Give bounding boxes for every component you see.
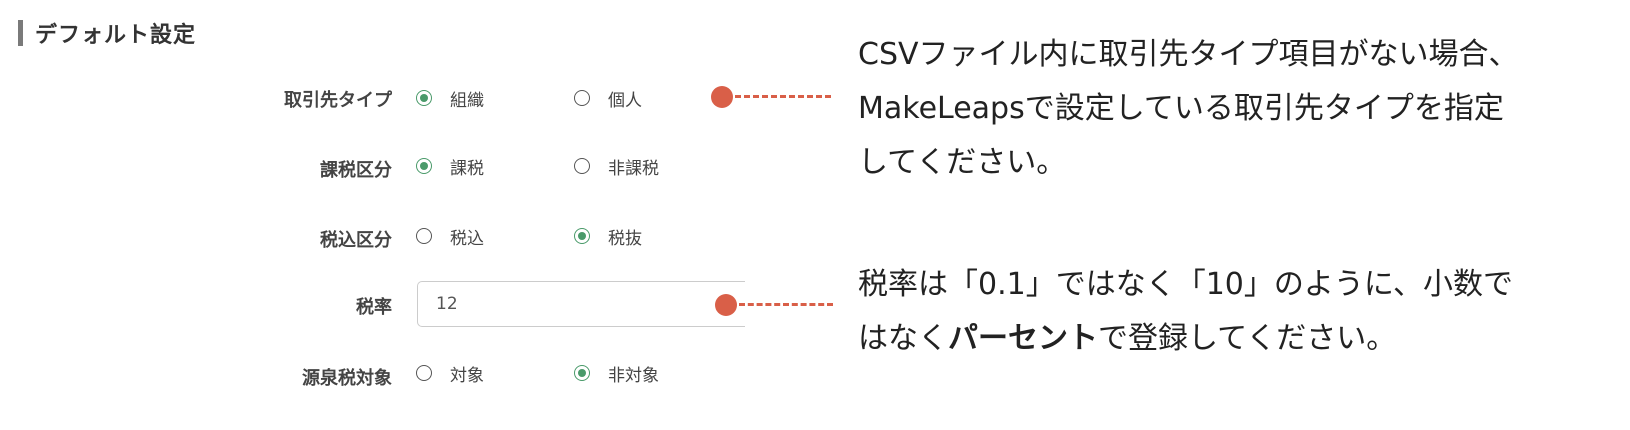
withholding-option-target[interactable]: 対象 xyxy=(416,360,484,386)
callout-dot-2 xyxy=(715,294,737,316)
annotation-tax-rate: 税率は「0.1」ではなく「10」のように、小数で はなくパーセントで登録してくだ… xyxy=(858,258,1513,366)
tax-inclusion-option-excluded[interactable]: 税抜 xyxy=(574,223,642,249)
section-header: デフォルト設定 xyxy=(18,18,196,48)
annotation-line: はなくパーセントで登録してください。 xyxy=(858,312,1513,366)
radio-checked-icon[interactable] xyxy=(416,90,432,106)
radio-label: 対象 xyxy=(450,365,484,386)
radio-label: 非対象 xyxy=(608,365,659,386)
partner-type-option-organization[interactable]: 組織 xyxy=(416,85,484,111)
withholding-option-nontarget[interactable]: 非対象 xyxy=(574,360,659,386)
radio-checked-icon[interactable] xyxy=(574,365,590,381)
annotation-partner-type: CSVファイル内に取引先タイプ項目がない場合、 MakeLeapsで設定している… xyxy=(858,28,1519,190)
radio-label: 組織 xyxy=(450,90,484,111)
tax-category-label: 課税区分 xyxy=(320,160,392,181)
radio-unchecked-icon[interactable] xyxy=(574,90,590,106)
partner-type-option-individual[interactable]: 個人 xyxy=(574,85,642,111)
radio-label: 課税 xyxy=(450,158,484,179)
annotation-line: してください。 xyxy=(858,145,1067,180)
section-title: デフォルト設定 xyxy=(35,23,197,48)
tax-inclusion-option-included[interactable]: 税込 xyxy=(416,223,484,249)
annotation-line: 税率は「0.1」ではなく「10」のように、小数で xyxy=(858,267,1513,302)
callout-dot-1 xyxy=(711,86,733,108)
callout-dashed-line-2 xyxy=(739,303,833,306)
radio-checked-icon[interactable] xyxy=(416,158,432,174)
radio-label: 個人 xyxy=(608,90,642,111)
annotation-line: CSVファイル内に取引先タイプ項目がない場合、 xyxy=(858,37,1519,72)
tax-inclusion-label: 税込区分 xyxy=(320,230,392,251)
tax-category-option-nontaxable[interactable]: 非課税 xyxy=(574,153,659,179)
radio-label: 税抜 xyxy=(608,228,642,249)
annotation-text: で登録してください。 xyxy=(1098,321,1397,356)
radio-label: 非課税 xyxy=(608,158,659,179)
radio-unchecked-icon[interactable] xyxy=(416,365,432,381)
callout-dashed-line-1 xyxy=(735,95,831,98)
tax-category-option-taxable[interactable]: 課税 xyxy=(416,153,484,179)
annotation-bold-text: パーセント xyxy=(948,321,1098,356)
radio-checked-icon[interactable] xyxy=(574,228,590,244)
radio-unchecked-icon[interactable] xyxy=(574,158,590,174)
radio-label: 税込 xyxy=(450,228,484,249)
radio-unchecked-icon[interactable] xyxy=(416,228,432,244)
partner-type-label: 取引先タイプ xyxy=(284,90,392,111)
section-bar xyxy=(18,20,23,46)
tax-rate-label: 税率 xyxy=(356,297,392,318)
annotation-text: はなく xyxy=(858,321,948,356)
withholding-label: 源泉税対象 xyxy=(302,368,392,389)
annotation-line: MakeLeapsで設定している取引先タイプを指定 xyxy=(858,91,1504,126)
